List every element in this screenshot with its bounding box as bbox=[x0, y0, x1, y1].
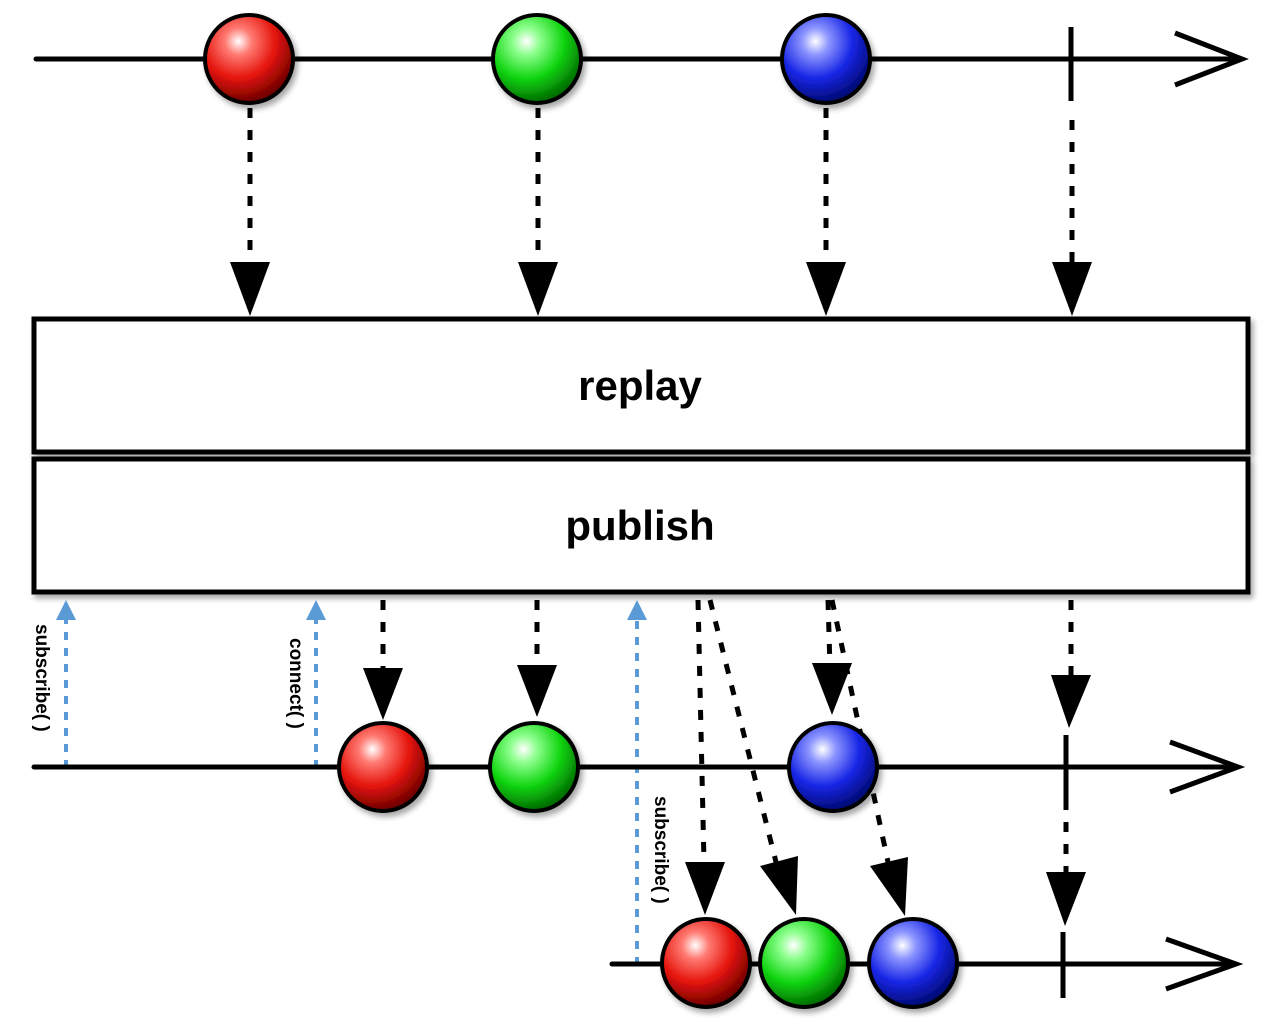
first-subscriber-arrowhead bbox=[1169, 739, 1246, 795]
first-subscriber-green-marble bbox=[488, 721, 580, 813]
operator-to-first-subscriber-arrows bbox=[363, 599, 1091, 728]
source-blue-marble bbox=[780, 13, 872, 105]
replay-label: replay bbox=[578, 362, 702, 409]
arrowhead-red-out-2 bbox=[685, 862, 725, 915]
dotted-arrow-blue-out-1 bbox=[825, 599, 833, 669]
source-timeline bbox=[33, 13, 1249, 105]
arrowhead-complete-out-2 bbox=[1046, 872, 1086, 926]
publish-box-frame bbox=[31, 456, 1251, 595]
operator-replay-box: replay bbox=[31, 316, 1251, 455]
first-subscribe-label: subscribe( ) bbox=[31, 624, 52, 732]
second-subscriber-timeline bbox=[609, 917, 1244, 1009]
replay-box-frame bbox=[31, 316, 1251, 455]
second-subscriber-red-marble bbox=[660, 917, 752, 1009]
dotted-arrow-red-out-2 bbox=[695, 599, 707, 863]
connect-label: connect( ) bbox=[285, 638, 306, 729]
publish-label: publish bbox=[565, 502, 714, 549]
call-arrows: subscribe( ) connect( ) subscribe( ) bbox=[31, 600, 671, 965]
arrowhead-green-out-2 bbox=[760, 856, 798, 915]
first-subscriber-red-marble bbox=[337, 721, 429, 813]
arrowhead-green-in bbox=[518, 262, 558, 316]
operator-publish-box: publish bbox=[31, 456, 1251, 595]
first-subscriber-timeline bbox=[31, 721, 1246, 813]
operator-to-second-subscriber-arrows bbox=[685, 599, 1086, 926]
source-green-marble bbox=[491, 13, 583, 105]
second-subscriber-arrowhead bbox=[1165, 936, 1244, 992]
second-subscriber-green-marble bbox=[758, 917, 850, 1009]
arrowhead-blue-out-2 bbox=[870, 857, 908, 916]
arrowhead-blue-out-1 bbox=[812, 663, 852, 715]
source-timeline-arrowhead bbox=[1174, 30, 1249, 88]
arrowhead-red-out-1 bbox=[363, 668, 403, 720]
dotted-arrow-green-out-2 bbox=[707, 599, 779, 863]
source-to-operator-arrows bbox=[230, 108, 1092, 316]
arrowhead-complete-in bbox=[1052, 262, 1092, 316]
source-red-marble bbox=[203, 13, 295, 105]
arrowhead-green-out-1 bbox=[517, 665, 557, 717]
arrowhead-red-in bbox=[230, 262, 270, 316]
first-subscriber-blue-marble bbox=[787, 721, 879, 813]
second-subscribe-label: subscribe( ) bbox=[650, 796, 671, 904]
arrowhead-blue-in bbox=[806, 262, 846, 316]
arrowhead-complete-out-1 bbox=[1051, 675, 1091, 728]
second-subscriber-blue-marble bbox=[867, 917, 959, 1009]
